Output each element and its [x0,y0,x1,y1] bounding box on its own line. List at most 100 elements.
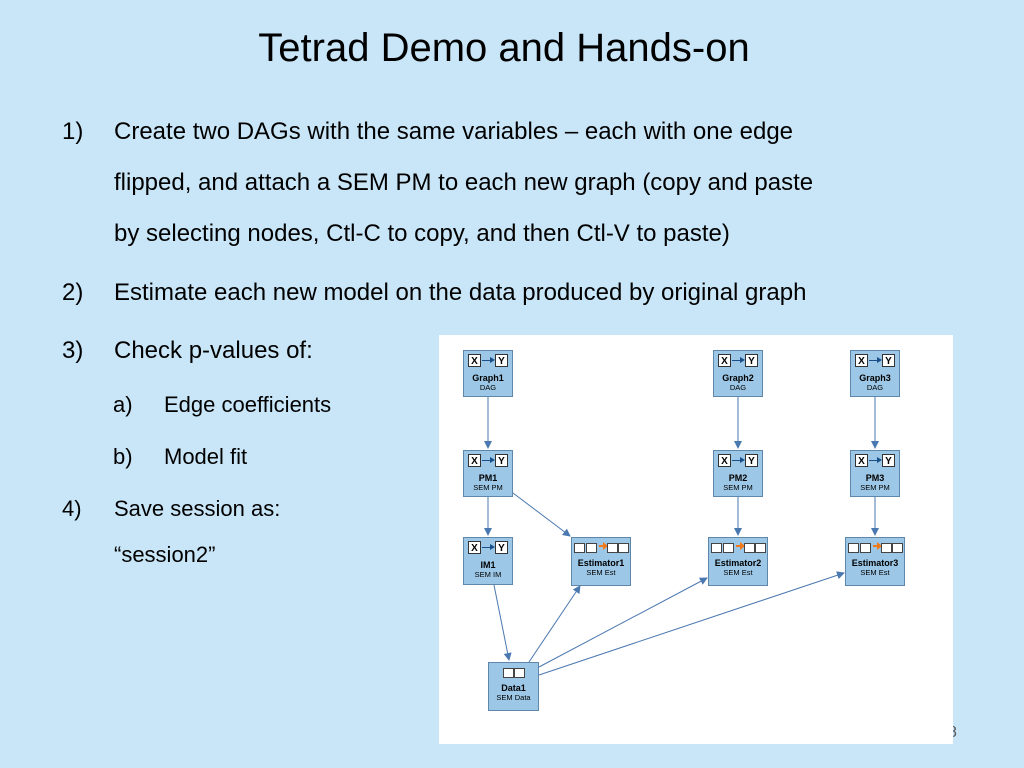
list-number: 4) [62,496,82,521]
estimate-arrow-icon [873,542,882,550]
y-box-icon [618,543,629,553]
x-variable-box: X [718,354,731,367]
edge-pm1-estimator1 [512,492,571,537]
parameter-arrow-icon [869,457,882,463]
edge-data1-estimator3 [538,571,845,676]
node-graph3[interactable]: X Y Graph3 DAG [850,350,900,397]
arrow-icon [732,357,745,363]
data-table-icon [848,543,859,553]
estimate-arrow-icon [736,542,745,550]
node-estimator3[interactable]: Estimator3 SEM Est [845,537,905,586]
list-text-line: Model fit [164,444,248,469]
y-variable-box: Y [745,354,758,367]
arrow-icon [869,357,882,363]
list-number: b) [113,444,133,469]
list-item-3: 3) Check p-values of: [62,338,313,364]
list-number: 3) [62,337,84,364]
x-variable-box: X [855,454,868,467]
instantiated-arrow-icon [482,544,495,550]
node-name: PM2 [728,473,748,483]
node-name: PM1 [478,473,498,483]
data-table-icon [723,543,734,553]
node-pm2[interactable]: X Y PM2 SEM PM [713,450,763,497]
x-variable-box: X [855,354,868,367]
y-variable-box: Y [495,541,508,554]
sub-item-a: a) Edge coefficients [113,392,331,418]
data-table-icon [513,668,525,678]
node-pm1[interactable]: X Y PM1 SEM PM [463,450,513,497]
data-table-icon [860,543,871,553]
y-variable-box: Y [495,354,508,367]
list-text-line: Create two DAGs with the same variables … [114,118,794,145]
tetrad-session-diagram: X Y Graph1 DAG X Y Graph2 DAG X Y Graph3… [439,335,953,744]
y-variable-box: Y [882,354,895,367]
list-text-line: “session2” [114,542,216,567]
node-name: IM1 [480,560,496,570]
data-table-icon [502,668,514,678]
data-table-icon [711,543,722,553]
node-type: SEM Est [586,568,616,577]
x-box-icon [607,543,618,553]
list-text-line: Edge coefficients [164,392,332,417]
node-name: Graph3 [859,373,891,383]
list-text-line: by selecting nodes, Ctl-C to copy, and t… [114,220,730,247]
arrow-icon [482,357,495,363]
node-data1[interactable]: Data1 SEM Data [488,662,539,711]
list-item-4: 4) Save session as: “session2” [62,496,280,568]
x-variable-box: X [468,454,481,467]
x-variable-box: X [468,541,481,554]
node-estimator2[interactable]: Estimator2 SEM Est [708,537,768,586]
node-name: PM3 [865,473,885,483]
x-variable-box: X [718,454,731,467]
x-box-icon [744,543,755,553]
node-type: DAG [729,383,747,392]
parameter-arrow-icon [732,457,745,463]
node-type: SEM Data [496,693,531,702]
edge-layer [484,397,879,676]
y-variable-box: Y [745,454,758,467]
list-text-line: flipped, and attach a SEM PM to each new… [114,169,814,196]
list-number: 2) [62,279,84,306]
list-item-1: 1) Create two DAGs with the same variabl… [62,119,813,247]
sub-item-b: b) Model fit [113,444,247,470]
node-type: SEM PM [860,483,890,492]
node-type: DAG [866,383,884,392]
estimate-arrow-icon [599,542,608,550]
node-name: Estimator3 [851,558,899,568]
parameter-arrow-icon [482,457,495,463]
edge-data1-estimator2 [538,577,708,668]
list-text-line: Check p-values of: [114,337,313,364]
node-name: Estimator2 [714,558,762,568]
x-box-icon [881,543,892,553]
list-number: 1) [62,118,84,145]
node-type: SEM IM [474,570,502,579]
y-box-icon [892,543,903,553]
x-variable-box: X [468,354,481,367]
node-name: Data1 [501,683,526,693]
node-pm3[interactable]: X Y PM3 SEM PM [850,450,900,497]
list-number: a) [113,392,133,417]
list-text-line: Estimate each new model on the data prod… [114,279,807,306]
node-graph2[interactable]: X Y Graph2 DAG [713,350,763,397]
node-type: DAG [479,383,497,392]
y-variable-box: Y [495,454,508,467]
list-text-line: Save session as: [114,496,281,521]
list-item-2: 2) Estimate each new model on the data p… [62,280,806,306]
node-im1[interactable]: X Y IM1 SEM IM [463,537,513,585]
edge-im1-data1 [493,584,512,661]
data-table-icon [586,543,597,553]
edge-data1-estimator1 [528,585,581,663]
node-name: Graph1 [472,373,504,383]
data-table-icon [574,543,585,553]
node-estimator1[interactable]: Estimator1 SEM Est [571,537,631,586]
node-name: Estimator1 [577,558,625,568]
node-type: SEM Est [723,568,753,577]
slide-title: Tetrad Demo and Hands-on [258,26,750,70]
node-type: SEM Est [860,568,890,577]
node-graph1[interactable]: X Y Graph1 DAG [463,350,513,397]
y-box-icon [755,543,766,553]
y-variable-box: Y [882,454,895,467]
node-type: SEM PM [723,483,753,492]
node-type: SEM PM [473,483,503,492]
node-name: Graph2 [722,373,754,383]
